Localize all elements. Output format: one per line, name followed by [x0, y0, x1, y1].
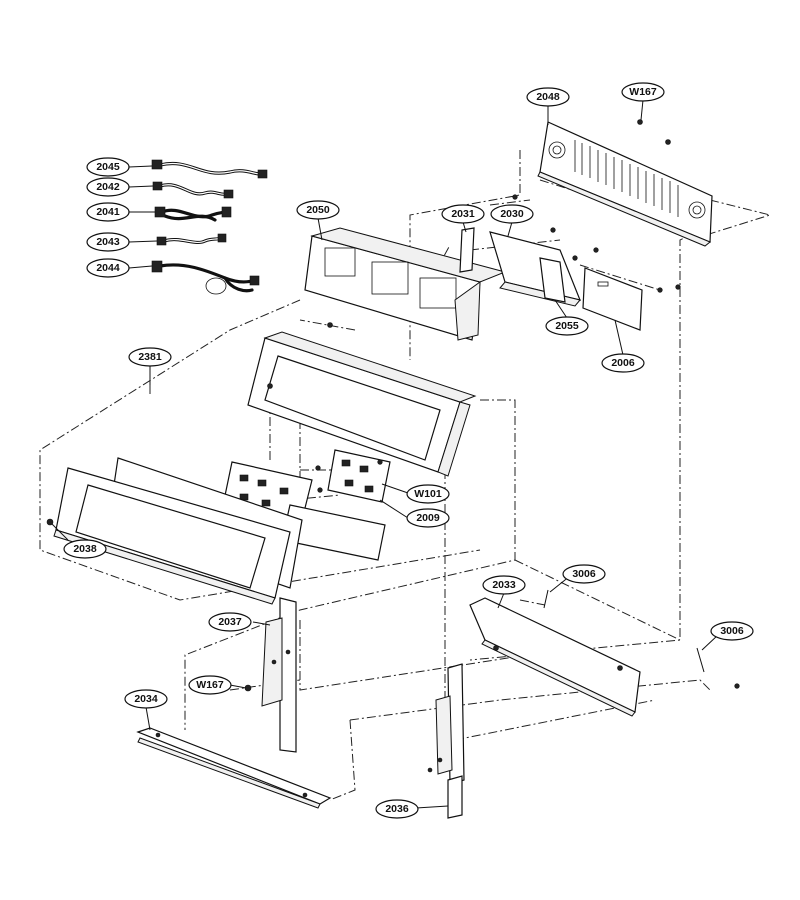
label-2041: 2041 [86, 202, 130, 222]
label-2006: 2006 [601, 353, 645, 373]
svg-text:W167: W167 [196, 679, 224, 691]
screws-top [512, 194, 681, 293]
bottom-trim-2034 [136, 727, 332, 809]
label-w167-low: W167 [188, 675, 232, 695]
svg-text:2006: 2006 [611, 357, 635, 369]
bottom-rail-2033 [469, 597, 641, 717]
label-2009: 2009 [406, 508, 450, 528]
svg-text:2050: 2050 [306, 204, 330, 216]
control-frame [247, 331, 477, 477]
label-2036: 2036 [375, 799, 419, 819]
label-w101: W101 [406, 484, 450, 504]
side-bracket-2037 [244, 597, 297, 753]
bracket-2055 [539, 257, 566, 303]
svg-text:2045: 2045 [96, 161, 120, 173]
label-2050: 2050 [296, 200, 340, 220]
svg-text:3006: 3006 [720, 625, 744, 637]
label-2045: 2045 [86, 157, 130, 177]
control-bracket-2050 [304, 227, 507, 341]
wire-harness-2045 [151, 159, 268, 179]
screw-3006-a [543, 589, 549, 609]
label-w167-top: W167 [621, 82, 665, 102]
wire-harness-2042 [152, 181, 234, 199]
screw-3006-b [696, 647, 740, 689]
cover-plate-2006 [582, 267, 643, 331]
label-2055: 2055 [545, 316, 589, 336]
label-2381: 2381 [128, 347, 172, 367]
label-3006-a: 3006 [562, 564, 606, 584]
svg-text:2033: 2033 [492, 579, 516, 591]
label-2033: 2033 [482, 575, 526, 595]
svg-text:2037: 2037 [218, 616, 242, 628]
svg-text:2044: 2044 [96, 262, 120, 274]
label-2030: 2030 [490, 204, 534, 224]
label-2034: 2034 [124, 689, 168, 709]
svg-text:2009: 2009 [416, 512, 440, 524]
wire-harness-2043 [156, 233, 227, 246]
svg-text:2055: 2055 [555, 320, 579, 332]
svg-text:2031: 2031 [451, 208, 475, 220]
side-bracket-2036 [427, 663, 465, 819]
svg-text:2043: 2043 [96, 236, 120, 248]
label-2038: 2038 [63, 539, 107, 559]
svg-text:2038: 2038 [73, 543, 97, 555]
label-2044: 2044 [86, 258, 130, 278]
svg-text:W101: W101 [414, 488, 442, 500]
label-3006-b: 3006 [710, 621, 754, 641]
label-2048: 2048 [526, 87, 570, 107]
svg-text:2042: 2042 [96, 181, 120, 193]
svg-text:2034: 2034 [134, 693, 158, 705]
control-board-right [315, 449, 391, 503]
wire-harness-2044 [151, 260, 260, 295]
leader-lines [51, 99, 719, 809]
label-2031: 2031 [441, 204, 485, 224]
svg-text:2036: 2036 [385, 803, 409, 815]
wire-harness-2041 [154, 206, 232, 222]
control-panel-2038 [46, 467, 291, 605]
label-2043: 2043 [86, 232, 130, 252]
label-2042: 2042 [86, 177, 130, 197]
svg-text:2381: 2381 [138, 351, 162, 363]
bracket-2030 [489, 231, 581, 307]
svg-text:2030: 2030 [500, 208, 524, 220]
label-2037: 2037 [208, 612, 252, 632]
grille-panel-2048 [537, 119, 713, 247]
svg-text:2048: 2048 [536, 91, 560, 103]
svg-text:3006: 3006 [572, 568, 596, 580]
svg-text:W167: W167 [629, 86, 657, 98]
svg-text:2041: 2041 [96, 206, 120, 218]
bracket-2031 [459, 227, 475, 273]
